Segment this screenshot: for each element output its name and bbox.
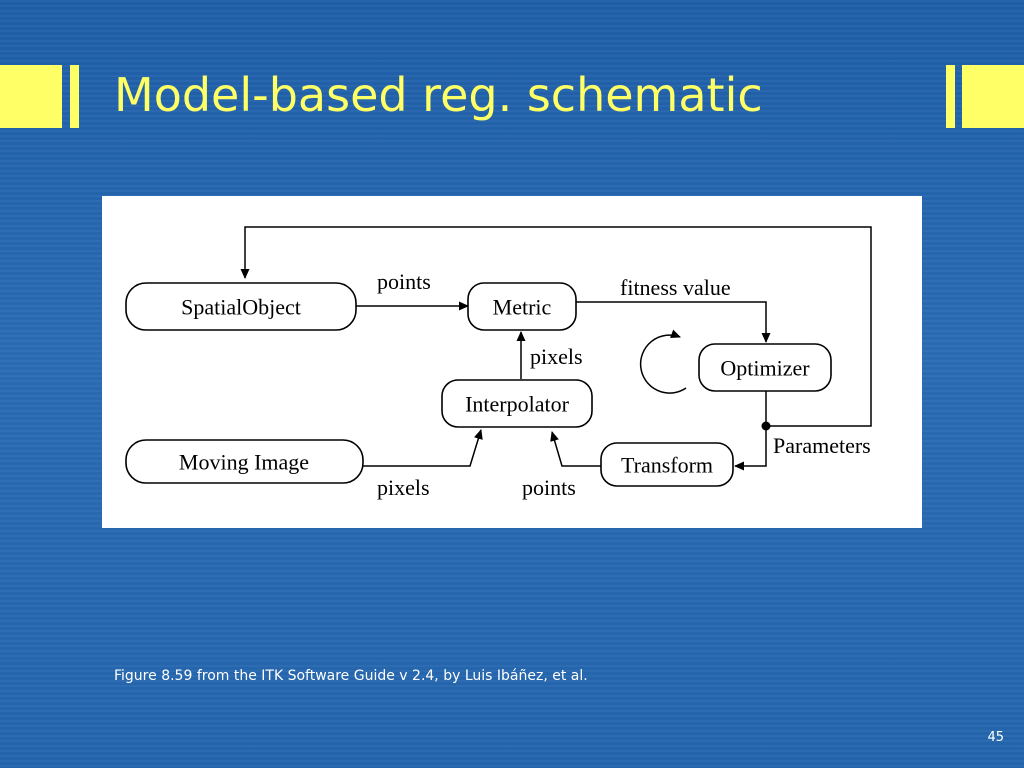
edge-label-pixels-bottom: pixels — [377, 475, 430, 500]
edge-feedback-loop — [240, 226, 872, 427]
title-accent-bar-left — [0, 65, 62, 128]
title-accent-bar-right — [962, 65, 1024, 128]
title-accent-line-left — [70, 65, 79, 128]
edge-transform-to-interpolator — [550, 431, 601, 467]
node-spatialobject: SpatialObject — [125, 282, 357, 331]
node-metric-label: Metric — [493, 295, 552, 320]
figure-caption: Figure 8.59 from the ITK Software Guide … — [114, 668, 588, 684]
node-optimizer: Optimizer — [698, 343, 832, 392]
node-transform-label: Transform — [621, 453, 713, 478]
slide-number: 45 — [987, 730, 1004, 745]
node-metric: Metric — [467, 282, 577, 331]
node-spatialobject-label: SpatialObject — [181, 295, 301, 320]
junction-dot — [761, 421, 771, 431]
slide-title: Model-based reg. schematic — [114, 68, 763, 122]
edge-metric-to-optimizer — [576, 301, 771, 343]
edge-label-parameters: Parameters — [773, 433, 871, 458]
node-optimizer-label: Optimizer — [720, 356, 810, 381]
node-moving-image-label: Moving Image — [179, 450, 309, 475]
node-moving-image: Moving Image — [125, 439, 364, 484]
edge-optimizer-to-transform — [734, 391, 767, 471]
edge-label-fitness-value: fitness value — [620, 275, 731, 300]
iteration-cycle-icon — [639, 329, 687, 394]
registration-diagram: SpatialObject Metric Optimizer Interpola… — [125, 226, 872, 500]
node-transform: Transform — [600, 442, 734, 487]
node-interpolator-label: Interpolator — [465, 392, 570, 417]
edge-movingimage-to-interpolator — [363, 429, 483, 467]
figure-panel: SpatialObject Metric Optimizer Interpola… — [102, 196, 922, 528]
title-accent-line-right — [946, 65, 955, 128]
edge-label-points-top: points — [377, 269, 431, 294]
edge-label-pixels-up: pixels — [530, 344, 583, 369]
node-interpolator: Interpolator — [441, 379, 593, 428]
edge-label-points-bottom: points — [522, 475, 576, 500]
